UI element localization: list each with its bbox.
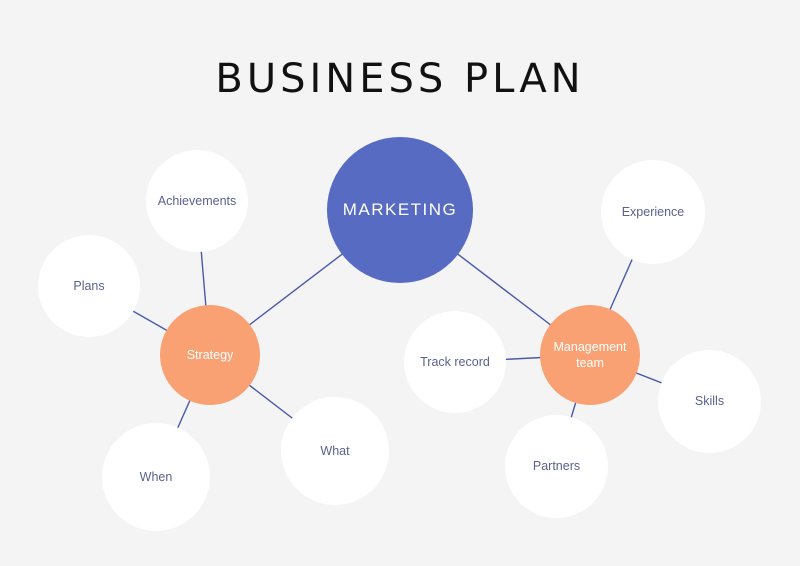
page-title: BUSINESS PLAN [215, 56, 585, 102]
node-when-label: When [139, 469, 173, 484]
node-when[interactable]: When [102, 423, 210, 531]
node-achievements-label: Achievements [157, 193, 237, 208]
node-achievements[interactable]: Achievements [146, 150, 248, 252]
node-what-label: What [320, 443, 350, 458]
node-track-record[interactable]: Track record [404, 311, 506, 413]
node-track-record-label: Track record [420, 354, 490, 369]
node-management-team[interactable]: Management team [540, 305, 640, 405]
node-management-team-label: Management team [553, 339, 627, 370]
node-strategy-label: Strategy [186, 347, 234, 362]
node-marketing[interactable]: MARKETING [327, 137, 473, 283]
node-plans[interactable]: Plans [38, 235, 140, 337]
node-experience[interactable]: Experience [601, 160, 705, 264]
node-marketing-label: MARKETING [342, 199, 458, 219]
node-partners-label: Partners [532, 459, 581, 474]
node-strategy[interactable]: Strategy [160, 305, 260, 405]
node-what[interactable]: What [281, 397, 389, 505]
node-skills[interactable]: Skills [658, 350, 761, 453]
node-experience-label: Experience [621, 204, 685, 219]
node-plans-label: Plans [73, 278, 105, 293]
node-skills-label: Skills [694, 394, 725, 409]
node-partners[interactable]: Partners [505, 415, 608, 518]
